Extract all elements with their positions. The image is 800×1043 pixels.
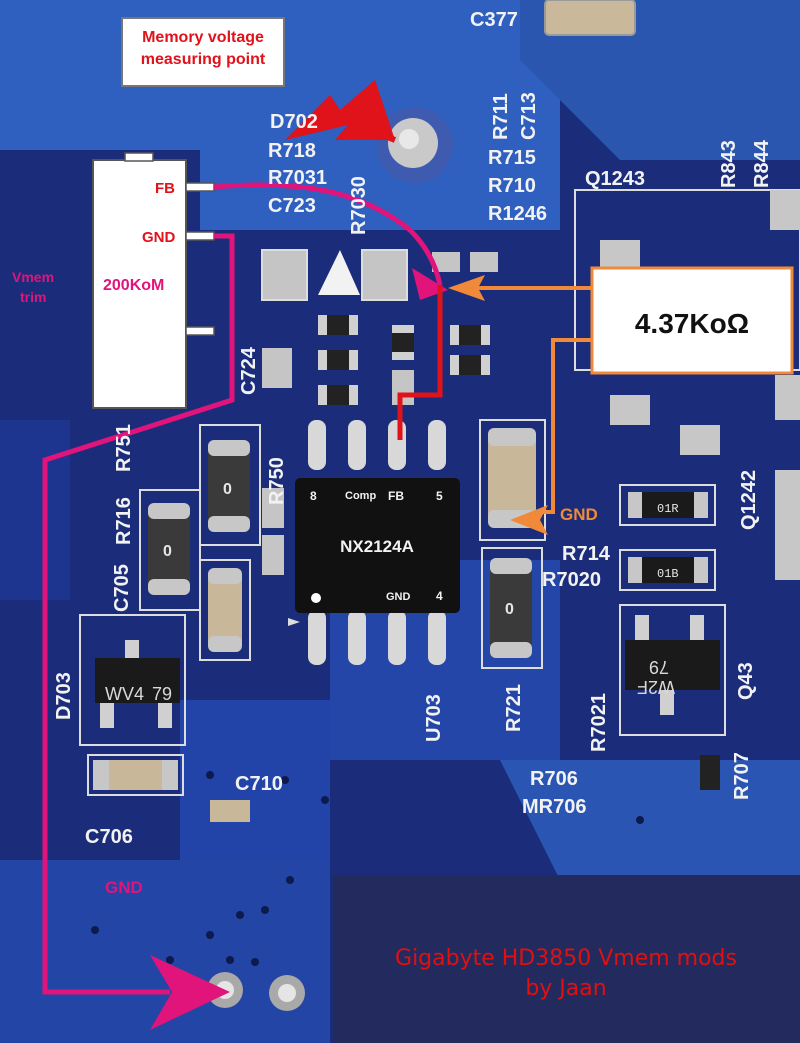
- chip-pin8: 8: [310, 489, 317, 503]
- silk-r7030: R7030: [348, 176, 370, 235]
- silk-c710: C710: [235, 773, 283, 795]
- resistor-value-box: [590, 266, 794, 375]
- silk-r844: R844: [751, 139, 773, 188]
- measure-arrow: [285, 80, 395, 140]
- caption-line1: Gigabyte HD3850 Vmem mods: [395, 946, 737, 971]
- capacitor: [544, 0, 636, 36]
- silk-r706: R706: [530, 768, 578, 790]
- gnd-bottom-label: GND: [105, 878, 143, 897]
- gnd-arrow: [150, 955, 230, 1030]
- vmem-trim-line1: Vmem: [12, 269, 54, 285]
- silk-r750: R750: [266, 457, 288, 505]
- silk-r721: R721: [503, 684, 525, 732]
- chip-gnd: GND: [386, 591, 411, 603]
- marking-wv4: WV4: [105, 684, 144, 704]
- chip-pins-bottom: [308, 610, 446, 665]
- small-resistors-right: [619, 484, 720, 790]
- chip-pin4: 4: [436, 589, 443, 603]
- marking-zero-c: 0: [505, 601, 514, 618]
- memory-voltage-label-box: [121, 17, 285, 87]
- marking-w2f: W2F: [637, 677, 675, 697]
- chip-pins-top: [308, 420, 446, 470]
- silk-u703: U703: [423, 694, 445, 742]
- orange-wires: [470, 286, 595, 514]
- chip-fb: FB: [388, 489, 404, 503]
- marking-01r: 01R: [657, 502, 679, 516]
- silk-r707: R707: [731, 752, 753, 800]
- fb-label: FB: [155, 180, 175, 197]
- vmem-trim-line2: trim: [20, 289, 46, 305]
- silk-q43: Q43: [735, 662, 757, 700]
- silk-r7021: R7021: [588, 693, 610, 752]
- silk-r714: R714: [562, 543, 611, 565]
- silk-r1246: R1246: [488, 203, 547, 225]
- silk-c706: C706: [85, 826, 133, 848]
- silk-q1243: Q1243: [585, 168, 645, 190]
- silk-d703: D703: [53, 672, 75, 720]
- gnd-orange-label: GND: [560, 505, 598, 524]
- silkscreen-labels: C377 D702 R718 R7031 C723 R7030 R711 C71…: [111, 9, 773, 612]
- silk-r716: R716: [113, 497, 135, 545]
- memory-voltage-label-line1: Memory voltage: [142, 29, 264, 46]
- magenta-wires: [42, 182, 443, 995]
- silk-mr706: MR706: [522, 796, 586, 818]
- copper-pour-top-right: [520, 0, 800, 160]
- vias: [91, 771, 644, 966]
- silk-c705: C705: [111, 564, 133, 612]
- pot-value-label: 200KoM: [103, 277, 164, 294]
- chip-comp: Comp: [345, 490, 376, 502]
- chip-pin5: 5: [436, 489, 443, 503]
- caption-panel: [333, 875, 800, 1043]
- caption-line2: by Jaan: [525, 976, 606, 1001]
- silk-q1242: Q1242: [738, 470, 760, 530]
- silk-r718: R718: [268, 140, 316, 162]
- silk-c713: C713: [518, 92, 540, 140]
- marking-01b: 01B: [657, 567, 679, 581]
- transistor-q43: [619, 604, 726, 736]
- silk-c377: C377: [470, 9, 518, 31]
- chip-name: NX2124A: [340, 537, 414, 556]
- silk-r751: R751: [113, 424, 135, 472]
- silk-r711: R711: [490, 93, 512, 140]
- marking-79a: 79: [152, 684, 172, 704]
- marking-zero-a: 0: [223, 481, 232, 498]
- marking-79b: 79: [649, 657, 669, 677]
- silk-d702: D702: [270, 111, 318, 133]
- silk-r843: R843: [718, 140, 740, 188]
- nx2124a-chip: [295, 478, 460, 613]
- ceramic-capacitors: [87, 419, 546, 822]
- resistor-value-label: 4.37KoΩ: [635, 308, 749, 339]
- transistor-d703: [79, 614, 186, 746]
- red-wire-fb: [397, 285, 443, 440]
- silk-r715: R715: [488, 147, 536, 169]
- marking-zero-b: 0: [163, 543, 172, 560]
- gnd-label: GND: [142, 229, 176, 246]
- silk-r710: R710: [488, 175, 536, 197]
- silk-c724: C724: [238, 346, 260, 395]
- silk-r7031: R7031: [268, 167, 327, 189]
- memory-voltage-label-line2: measuring point: [141, 51, 266, 68]
- silk-r7020: R7020: [542, 569, 601, 591]
- silk-c723: C723: [268, 195, 316, 217]
- pin1-marker: [311, 593, 321, 603]
